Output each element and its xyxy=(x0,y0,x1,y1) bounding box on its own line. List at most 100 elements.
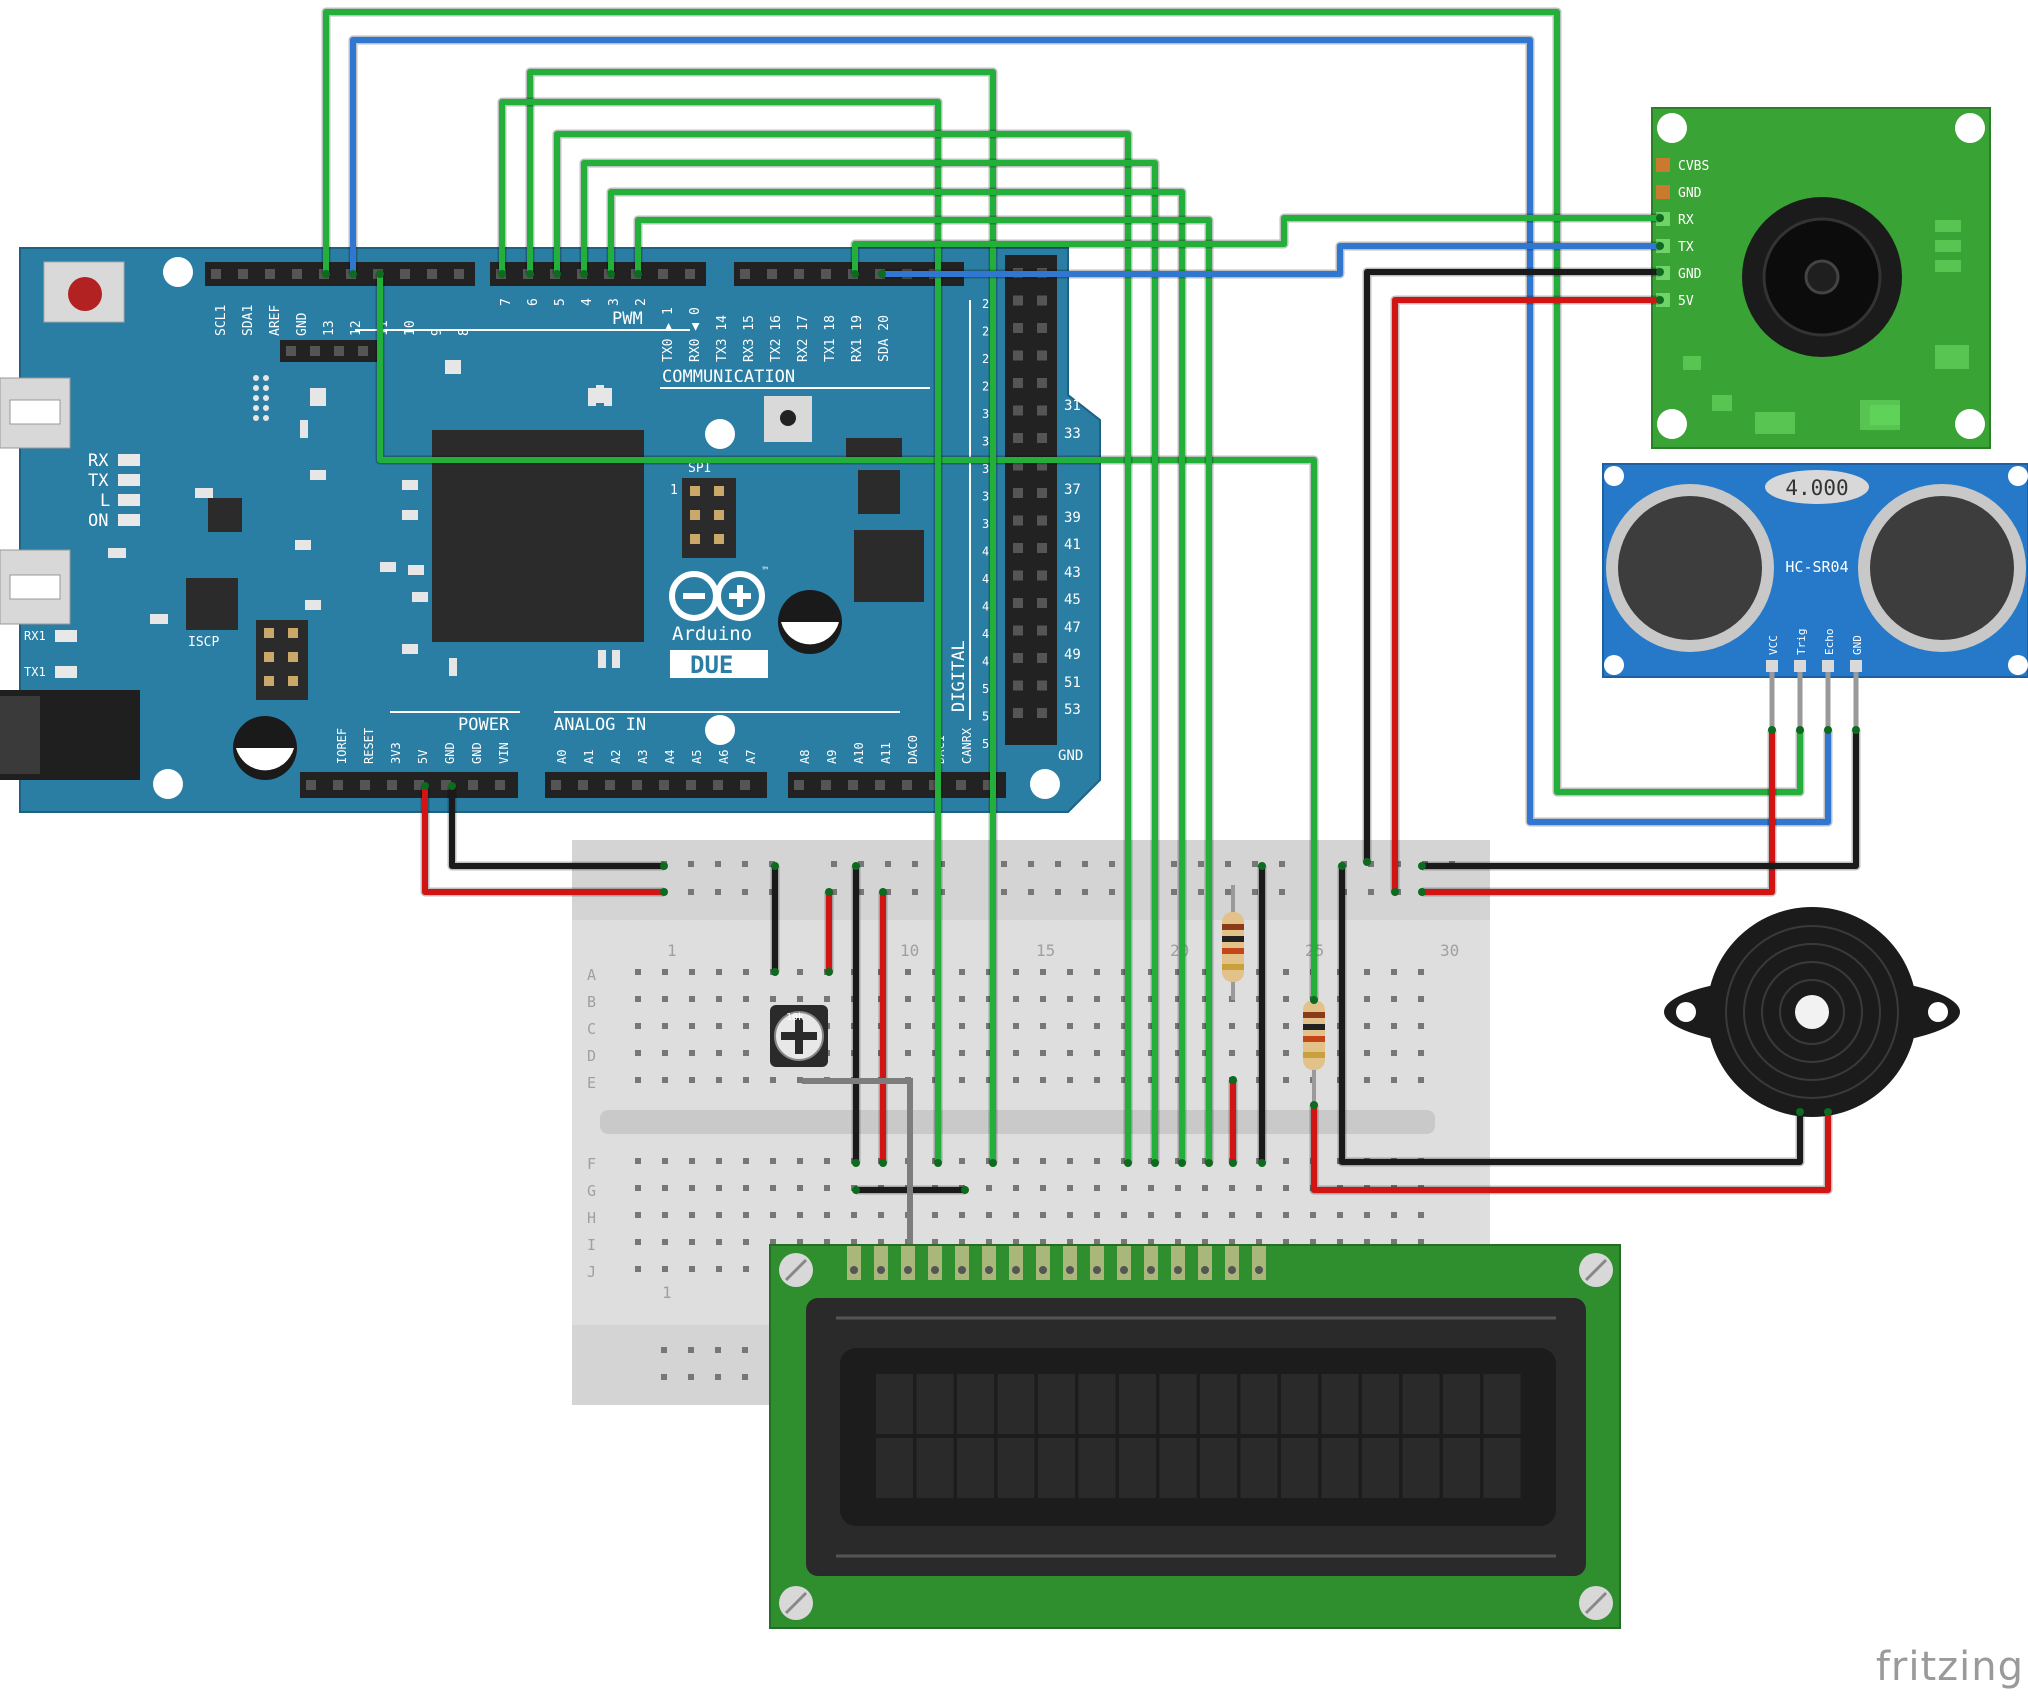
arduino-logo: ™ Arduino DUE xyxy=(669,566,768,679)
wire-us-vcc-end xyxy=(1768,726,1776,734)
header-pin xyxy=(1037,680,1047,691)
smd-part xyxy=(402,510,418,520)
row-letter-a: A xyxy=(587,966,596,984)
mount-hole-br xyxy=(1030,769,1060,799)
header-pin xyxy=(1013,680,1023,691)
power-rail-top xyxy=(572,840,1490,920)
lcd-cell xyxy=(1281,1438,1318,1498)
breadboard-hole xyxy=(662,1212,668,1218)
header-pin xyxy=(929,780,939,790)
breadboard-hole xyxy=(1094,1158,1100,1164)
row-letter-h: H xyxy=(587,1209,596,1227)
breadboard-hole xyxy=(986,1212,992,1218)
header-pin xyxy=(334,346,344,356)
mount-hole-tl xyxy=(163,257,193,287)
header-pin xyxy=(1013,350,1023,361)
lcd-pin-hole xyxy=(1039,1266,1047,1274)
lcd-pin xyxy=(901,1246,915,1280)
spi-num: 1 xyxy=(670,483,678,498)
analog-pin-label: A6 xyxy=(717,750,731,764)
wire-buzzer-gnd-end xyxy=(1796,1108,1804,1116)
breadboard-hole xyxy=(1013,1212,1019,1218)
breadboard-hole xyxy=(1364,1077,1370,1083)
breadboard-hole xyxy=(797,969,803,975)
breadboard-hole xyxy=(662,969,668,975)
potentiometer[interactable]: 10k xyxy=(770,1005,828,1067)
pin-label: RX2 17 xyxy=(796,315,811,362)
led-label-on: ON xyxy=(88,511,108,531)
header-pin xyxy=(1037,543,1047,553)
breadboard-hole xyxy=(662,1023,668,1029)
power-jack-front xyxy=(0,696,40,774)
header-pin xyxy=(1013,625,1023,636)
camera-hole-bl xyxy=(1657,409,1687,439)
analog-pin-label: A10 xyxy=(852,742,866,764)
wire-pin5-end xyxy=(553,270,561,278)
breadboard-hole xyxy=(824,1158,830,1164)
breadboard-hole xyxy=(662,996,668,1002)
rail-hole xyxy=(1082,861,1088,867)
header-pin xyxy=(454,269,464,279)
header-pin xyxy=(292,269,302,279)
icsp-header-spi xyxy=(682,478,736,558)
header-pin xyxy=(1037,570,1047,581)
wire-camera-rx xyxy=(852,215,1660,274)
row-letter-e: E xyxy=(587,1074,596,1092)
breadboard-hole xyxy=(1364,1023,1370,1029)
pin-label: 9 xyxy=(430,328,445,336)
breadboard-hole xyxy=(716,1185,722,1191)
led-tx xyxy=(118,474,140,486)
lcd-cell xyxy=(957,1438,994,1498)
us-pin-label: Echo xyxy=(1823,629,1836,656)
rail-hole xyxy=(1028,861,1034,867)
breadboard-hole xyxy=(959,969,965,975)
smd-part xyxy=(310,388,318,406)
breadboard-hole xyxy=(1418,1212,1424,1218)
jumper-pot-vcc-end xyxy=(825,888,833,896)
breadboard-hole xyxy=(743,1077,749,1083)
lcd-pin-hole xyxy=(1093,1266,1101,1274)
pin-label: 10 xyxy=(403,320,418,336)
rail-hole xyxy=(939,889,945,895)
pin-number-small: 5 xyxy=(982,710,989,724)
header-pin xyxy=(956,780,966,790)
breadboard-hole xyxy=(1013,1185,1019,1191)
rail-hole xyxy=(939,861,945,867)
lcd-pin xyxy=(1144,1246,1158,1280)
header-pin xyxy=(686,780,696,790)
resistor-2-band-2 xyxy=(1303,1024,1325,1030)
header-pin xyxy=(1037,323,1047,333)
analog-pin-label: A11 xyxy=(879,742,893,764)
pin-number: 53 xyxy=(1064,702,1081,718)
header-pin xyxy=(658,269,668,279)
rail-hole xyxy=(1055,861,1061,867)
header-pin xyxy=(659,780,669,790)
breadboard-hole xyxy=(1040,1050,1046,1056)
lcd-cell xyxy=(1281,1374,1318,1434)
regulator-chip xyxy=(854,530,924,602)
row-letter-c: C xyxy=(587,1020,596,1038)
analog-pin-label: A1 xyxy=(582,750,596,764)
breadboard-hole xyxy=(1391,1239,1397,1245)
pin-label: SCL1 xyxy=(214,305,229,336)
breadboard-hole xyxy=(689,1185,695,1191)
breadboard-hole xyxy=(1094,969,1100,975)
smd-part xyxy=(300,420,308,438)
wires xyxy=(321,7,1861,1270)
lcd-screw-bl-slot xyxy=(784,1591,808,1615)
breadboard-hole xyxy=(1148,969,1154,975)
led-label-tx: TX xyxy=(88,471,109,491)
breadboard-hole xyxy=(1121,1239,1127,1245)
breadboard-hole xyxy=(1229,1185,1235,1191)
lcd-cell xyxy=(1200,1374,1237,1434)
header-pin xyxy=(902,780,912,790)
buzzer-ring-3 xyxy=(1761,961,1863,1063)
breadboard-hole xyxy=(743,1239,749,1245)
iscp-label: ISCP xyxy=(188,635,219,650)
wire-pin2-end xyxy=(634,270,642,278)
wire-camera-gnd-end xyxy=(1656,268,1664,276)
led-label-l: L xyxy=(100,491,110,511)
smd-part xyxy=(598,650,606,668)
rail-hole xyxy=(661,1374,667,1380)
